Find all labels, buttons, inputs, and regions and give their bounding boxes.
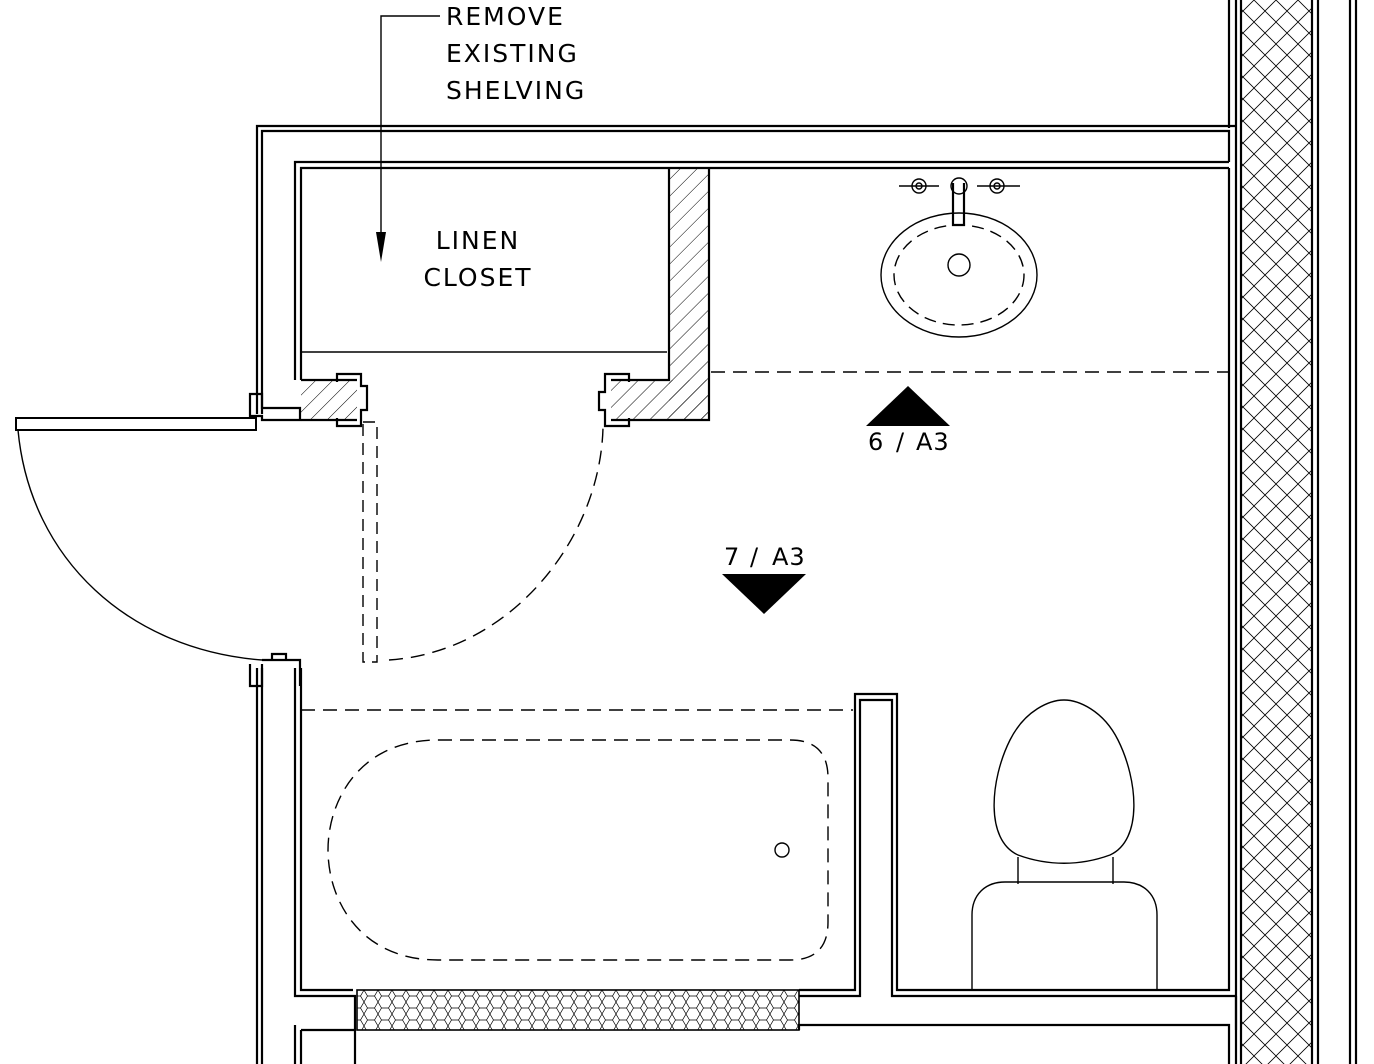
section-7-number: 7: [724, 543, 740, 571]
top-wall: [255, 124, 1236, 414]
label-closet: CLOSET: [423, 263, 532, 292]
closet-door: [362, 421, 604, 663]
exterior-wall: [1227, 0, 1358, 1064]
note-line-1: REMOVE: [446, 2, 565, 31]
section-7-sheet: A3: [772, 543, 806, 571]
section-7-slash: /: [750, 543, 759, 571]
section-marker-7: 7 / A3: [722, 543, 806, 614]
left-wall: [255, 668, 357, 1064]
note-line-3: SHELVING: [446, 76, 586, 105]
bathtub: [327, 739, 829, 961]
door-jambs: [248, 372, 631, 688]
closet-partition: [301, 168, 711, 422]
toilet: [971, 699, 1158, 990]
section-marker-6: 6 / A3: [866, 386, 950, 456]
entry-door: [15, 417, 263, 661]
note-remove-shelving: REMOVE EXISTING SHELVING: [376, 2, 586, 262]
section-6-sheet: A3: [916, 428, 950, 456]
note-line-2: EXISTING: [446, 39, 579, 68]
label-linen-closet: LINEN CLOSET: [423, 226, 532, 292]
label-linen: LINEN: [436, 226, 521, 255]
section-6-slash: /: [896, 428, 905, 456]
section-6-number: 6: [868, 428, 884, 456]
bottom-wall: [356, 168, 1238, 1064]
sink: [880, 177, 1038, 338]
